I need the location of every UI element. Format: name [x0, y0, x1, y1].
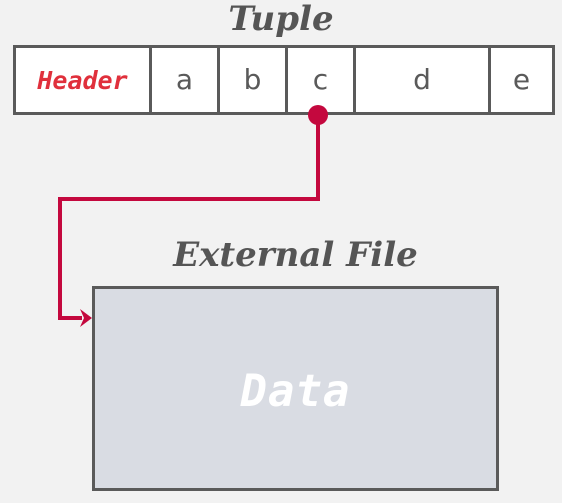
pointer-origin-dot-icon [308, 105, 328, 125]
tuple-title: Tuple [228, 0, 334, 39]
pointer-arrowhead-icon [80, 309, 92, 327]
tuple-cell-b: b [220, 48, 288, 112]
tuple-cell-header: Header [16, 48, 152, 112]
tuple-row: Header a b c d e [13, 45, 555, 115]
tuple-cell-d: d [356, 48, 491, 112]
external-file-title: External File [173, 235, 418, 275]
tuple-cell-e: e [512, 63, 531, 96]
pointer-line [58, 115, 320, 320]
tuple-cell-c: c [288, 48, 356, 112]
external-file-data-label: Data [240, 365, 351, 417]
external-file-box: Data [92, 286, 499, 491]
tuple-cell-a: a [152, 48, 220, 112]
